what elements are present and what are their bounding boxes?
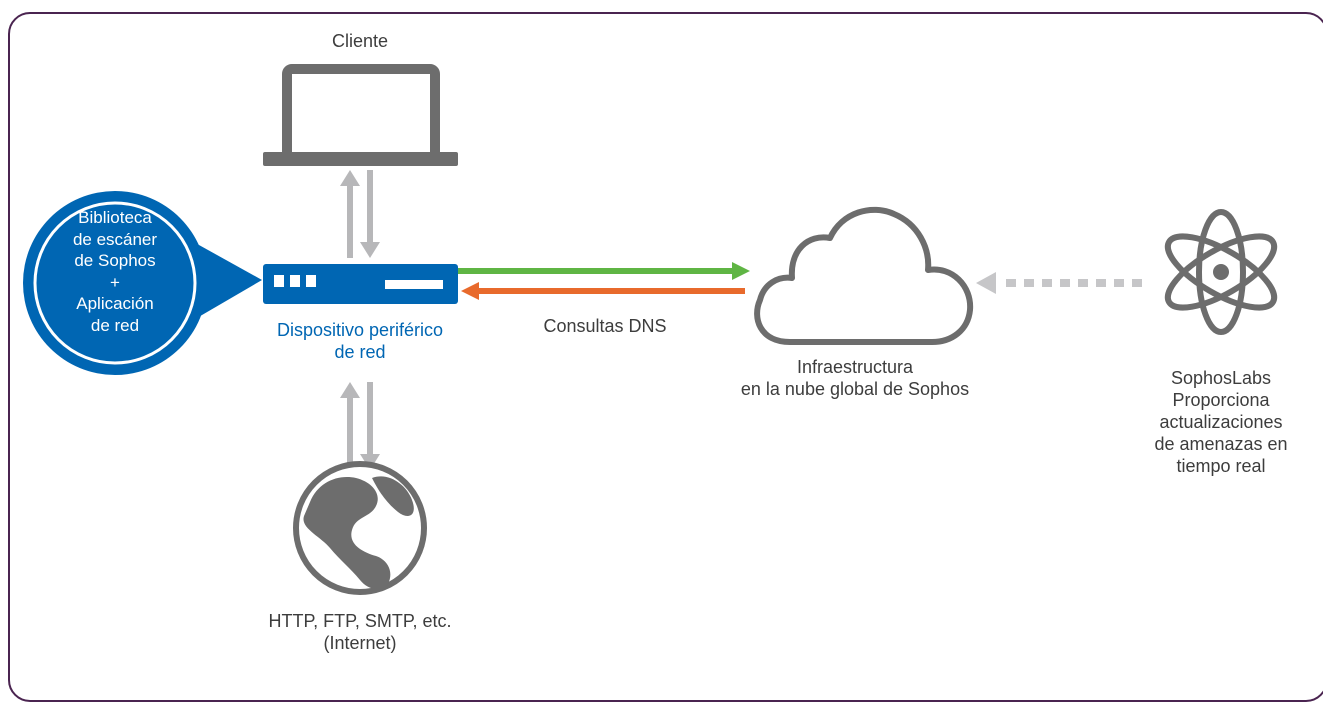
client-device-arrows: [340, 170, 380, 258]
scanner-callout-text: Biblioteca de escáner de Sophos + Aplica…: [72, 208, 158, 335]
labs-update-arrow-dotted: [976, 272, 1142, 294]
network-appliance-icon: [263, 264, 458, 304]
cloud-icon: [754, 206, 974, 345]
atom-icon: [1164, 209, 1278, 335]
dns-queries-label: Consultas DNS: [543, 316, 667, 336]
dns-reply-arrow-orange: [461, 282, 745, 300]
sophoslabs-label: SophosLabs Proporciona actualizaciones d…: [1154, 368, 1288, 476]
cloud-label: Infraestructura en la nube global de Sop…: [740, 357, 970, 399]
scanner-callout-bubble: [23, 191, 262, 375]
device-label: Dispositivo periférico de red: [276, 320, 444, 362]
device-internet-arrows: [340, 382, 380, 470]
internet-label: HTTP, FTP, SMTP, etc. (Internet): [268, 611, 452, 653]
laptop-icon: [263, 64, 458, 166]
outbound-arrow-green: [458, 262, 750, 280]
globe-icon: [293, 461, 427, 595]
client-label: Cliente: [331, 31, 389, 51]
